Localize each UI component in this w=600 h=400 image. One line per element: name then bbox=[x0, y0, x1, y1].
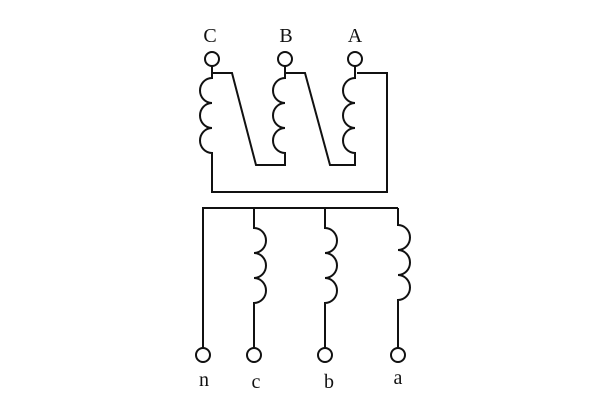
label-c: c bbox=[252, 371, 261, 393]
secondary-wye-winding: n c b a bbox=[195, 207, 411, 393]
coil-C bbox=[199, 66, 388, 193]
neutral-bus bbox=[202, 207, 398, 348]
terminal-b bbox=[317, 347, 333, 363]
label-A: A bbox=[348, 25, 363, 47]
terminal-C bbox=[204, 51, 220, 67]
primary-delta-winding: C B A bbox=[199, 25, 388, 193]
label-b: b bbox=[324, 371, 334, 393]
label-B: B bbox=[279, 25, 292, 47]
terminal-A bbox=[347, 51, 363, 67]
label-a: a bbox=[394, 367, 403, 389]
label-C: C bbox=[203, 25, 216, 47]
coil-B bbox=[212, 66, 286, 166]
terminal-c bbox=[246, 347, 262, 363]
label-n: n bbox=[199, 369, 209, 391]
terminal-n bbox=[195, 347, 211, 363]
coil-A bbox=[285, 66, 356, 166]
terminal-B bbox=[277, 51, 293, 67]
terminal-a bbox=[390, 347, 406, 363]
coil-b bbox=[324, 208, 338, 348]
coil-c bbox=[253, 208, 267, 348]
coil-a bbox=[397, 208, 411, 348]
